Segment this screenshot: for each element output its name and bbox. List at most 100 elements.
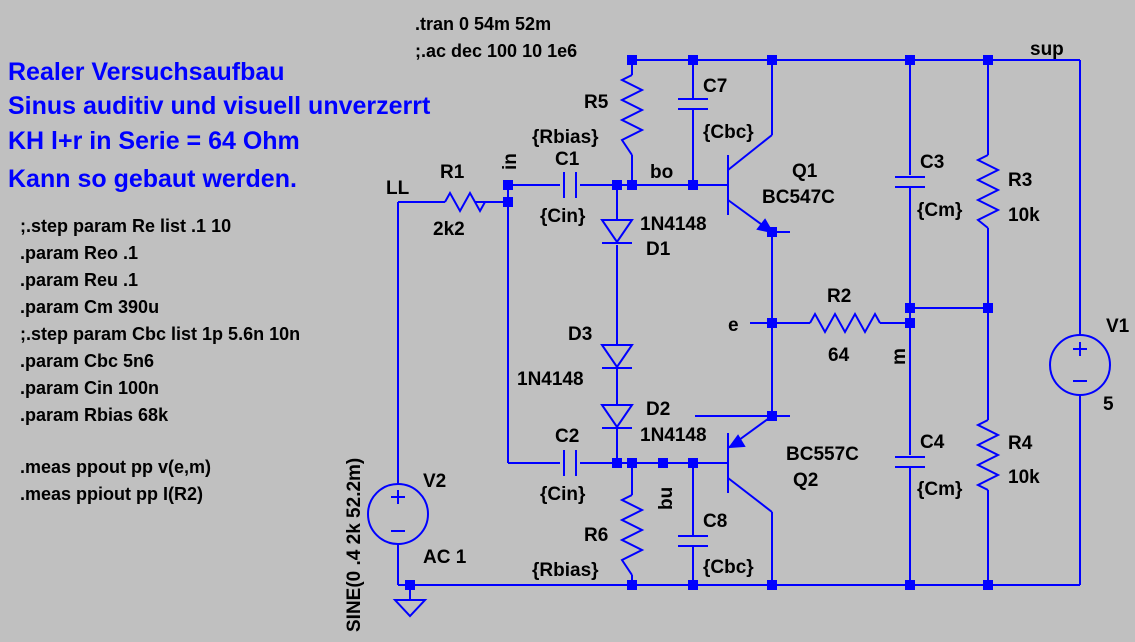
c8-name: C8 bbox=[703, 511, 727, 532]
voltage-source-v2-symbol[interactable] bbox=[367, 483, 429, 545]
r1-value: 2k2 bbox=[433, 219, 465, 240]
junction-r6-bottom bbox=[627, 580, 637, 590]
r3-value: 10k bbox=[1008, 205, 1040, 226]
junction-r3-top bbox=[983, 55, 993, 65]
resistor-r3-symbol[interactable] bbox=[975, 154, 1001, 229]
v1-value: 5 bbox=[1103, 394, 1114, 415]
junction-d2-cathode bbox=[612, 458, 622, 468]
junction-bu bbox=[658, 458, 668, 468]
resistor-r4-symbol[interactable] bbox=[975, 419, 1001, 491]
diode-d1-symbol[interactable] bbox=[600, 219, 634, 244]
d3-name: D3 bbox=[568, 324, 592, 345]
net-label-e: e bbox=[728, 315, 739, 336]
junction-q1-base bbox=[688, 180, 698, 190]
directive-step-re[interactable]: ;.step param Re list .1 10 bbox=[20, 216, 231, 236]
junction-c4-bottom bbox=[905, 580, 915, 590]
r2-value: 64 bbox=[828, 345, 850, 366]
voltage-source-v1-symbol[interactable] bbox=[1049, 334, 1111, 396]
capacitor-c4-symbol[interactable] bbox=[895, 456, 925, 468]
junction-in-upper bbox=[503, 180, 513, 190]
v1-name: V1 bbox=[1106, 316, 1130, 337]
capacitor-c2-symbol[interactable] bbox=[563, 450, 577, 476]
d1-value: 1N4148 bbox=[640, 214, 707, 235]
c1-value: {Cin} bbox=[540, 206, 586, 227]
c2-value: {Cin} bbox=[540, 484, 586, 505]
comment-line-4: Kann so gebaut werden. bbox=[8, 165, 297, 193]
capacitor-c8-symbol[interactable] bbox=[678, 535, 708, 547]
capacitor-c7-symbol[interactable] bbox=[678, 98, 708, 110]
junction-gnd bbox=[405, 580, 415, 590]
junction-d1-anode bbox=[612, 180, 622, 190]
c8-value: {Cbc} bbox=[703, 557, 754, 578]
c3-value: {Cm} bbox=[917, 200, 963, 221]
directive-param-cbc[interactable]: .param Cbc 5n6 bbox=[20, 351, 154, 371]
directive-step-cbc[interactable]: ;.step param Cbc list 1p 5.6n 10n bbox=[20, 324, 300, 344]
d2-name: D2 bbox=[646, 399, 670, 420]
c7-name: C7 bbox=[703, 76, 727, 97]
c4-value: {Cm} bbox=[917, 479, 963, 500]
c7-value: {Cbc} bbox=[703, 122, 754, 143]
net-label-bo: bo bbox=[650, 162, 673, 183]
directive-param-cm[interactable]: .param Cm 390u bbox=[20, 297, 159, 317]
junctions bbox=[405, 55, 993, 590]
directive-meas-ppout[interactable]: .meas ppout pp v(e,m) bbox=[20, 457, 211, 477]
junction-c8-bottom bbox=[688, 580, 698, 590]
junction-bu-left bbox=[627, 458, 637, 468]
r6-name: R6 bbox=[584, 525, 608, 546]
r1-name: R1 bbox=[440, 162, 465, 183]
resistor-r2-symbol[interactable] bbox=[809, 311, 881, 335]
directive-param-cin[interactable]: .param Cin 100n bbox=[20, 378, 159, 398]
junction-c7-top bbox=[688, 55, 698, 65]
directive-param-rbias[interactable]: .param Rbias 68k bbox=[20, 405, 169, 425]
resistor-r1-symbol[interactable] bbox=[444, 190, 486, 214]
d2-value: 1N4148 bbox=[640, 425, 707, 446]
q1-value: BC547C bbox=[762, 187, 835, 208]
net-label-m: m bbox=[889, 348, 910, 365]
net-label-in: in bbox=[500, 153, 521, 170]
junction-r5-top bbox=[627, 55, 637, 65]
q2-name: Q2 bbox=[793, 470, 818, 491]
capacitor-c3-symbol[interactable] bbox=[895, 176, 925, 188]
q1-name: Q1 bbox=[792, 161, 818, 182]
d3-value: 1N4148 bbox=[517, 369, 584, 390]
ground-icon bbox=[392, 599, 428, 618]
directive-param-reo[interactable]: .param Reo .1 bbox=[20, 243, 138, 263]
net-label-bu: bu bbox=[656, 487, 677, 510]
c3-name: C3 bbox=[920, 152, 944, 173]
directive-param-reu[interactable]: .param Reu .1 bbox=[20, 270, 138, 290]
r6-value: {Rbias} bbox=[532, 560, 599, 581]
v2-name: V2 bbox=[423, 471, 446, 492]
diode-d2-symbol[interactable] bbox=[600, 404, 634, 429]
junction-m-r3r4 bbox=[983, 303, 993, 313]
junction-m bbox=[905, 318, 915, 328]
junction-in-r1 bbox=[503, 197, 513, 207]
r2-name: R2 bbox=[827, 286, 851, 307]
capacitor-c1-symbol[interactable] bbox=[563, 172, 577, 198]
diode-d3-symbol[interactable] bbox=[600, 344, 634, 369]
comment-line-2: Sinus auditiv und visuell unverzerrt bbox=[8, 92, 431, 120]
junction-e bbox=[767, 318, 777, 328]
resistor-r5-symbol[interactable] bbox=[619, 74, 645, 156]
junction-bo bbox=[627, 180, 637, 190]
junction-q2-collector bbox=[767, 580, 777, 590]
resistor-r6-symbol[interactable] bbox=[619, 494, 645, 576]
junction-c3-top bbox=[905, 55, 915, 65]
transistor-q2-symbol[interactable] bbox=[727, 415, 773, 513]
junction-r4-bottom bbox=[983, 580, 993, 590]
wires bbox=[397, 59, 1081, 600]
r3-name: R3 bbox=[1008, 170, 1032, 191]
v2-value: SINE(0 .4 2k 52.2m) bbox=[344, 458, 365, 632]
junction-q1-collector bbox=[767, 55, 777, 65]
junction-q2-base bbox=[688, 458, 698, 468]
net-label-ll: LL bbox=[386, 178, 410, 199]
comment-line-1: Realer Versuchsaufbau bbox=[8, 58, 285, 86]
transistor-q1-symbol[interactable] bbox=[727, 134, 775, 234]
directive-tran[interactable]: .tran 0 54m 52m bbox=[415, 14, 551, 34]
r4-name: R4 bbox=[1008, 433, 1033, 454]
comment-line-3: KH l+r in Serie = 64 Ohm bbox=[8, 127, 300, 155]
directive-meas-ppiout[interactable]: .meas ppiout pp I(R2) bbox=[20, 484, 203, 504]
v2-ac: AC 1 bbox=[423, 547, 467, 568]
r5-value: {Rbias} bbox=[532, 127, 599, 148]
directive-ac[interactable]: ;.ac dec 100 10 1e6 bbox=[415, 41, 577, 61]
r5-name: R5 bbox=[584, 92, 609, 113]
